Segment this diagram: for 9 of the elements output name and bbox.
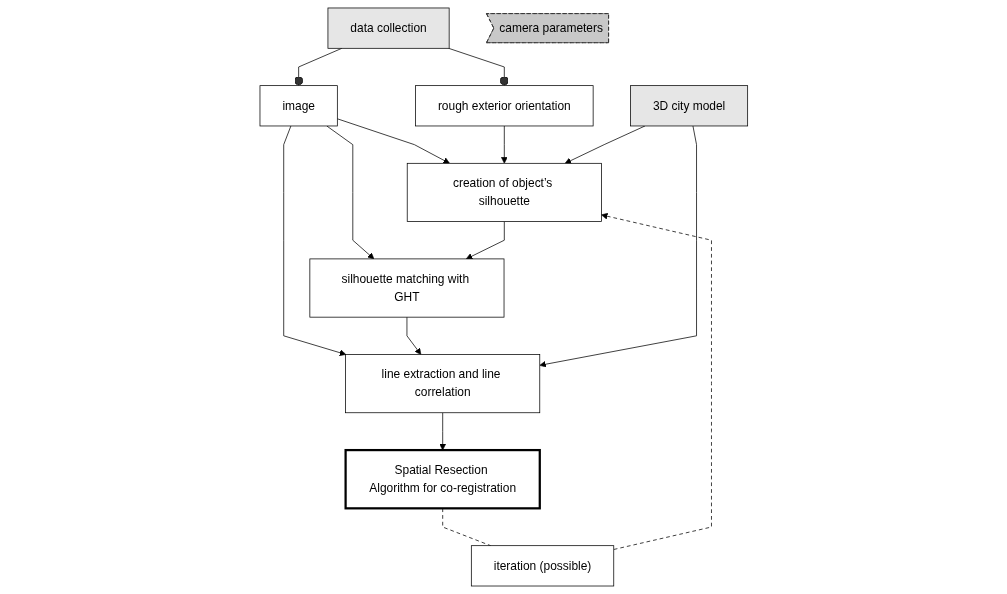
node-box: line extraction and line correlation xyxy=(344,354,540,414)
node-box: creation of object’s silhouette xyxy=(406,162,602,222)
node-box: Spatial Resection Algorithm for co-registration xyxy=(344,448,541,510)
node-box: rough exterior orientation xyxy=(414,85,594,127)
node-box: data collection xyxy=(327,7,450,49)
node-box: 3D city model xyxy=(629,85,748,127)
node-box: silhouette matching with GHT xyxy=(309,258,505,318)
node-box: image xyxy=(259,85,338,127)
node-box: iteration (possible) xyxy=(470,545,614,587)
